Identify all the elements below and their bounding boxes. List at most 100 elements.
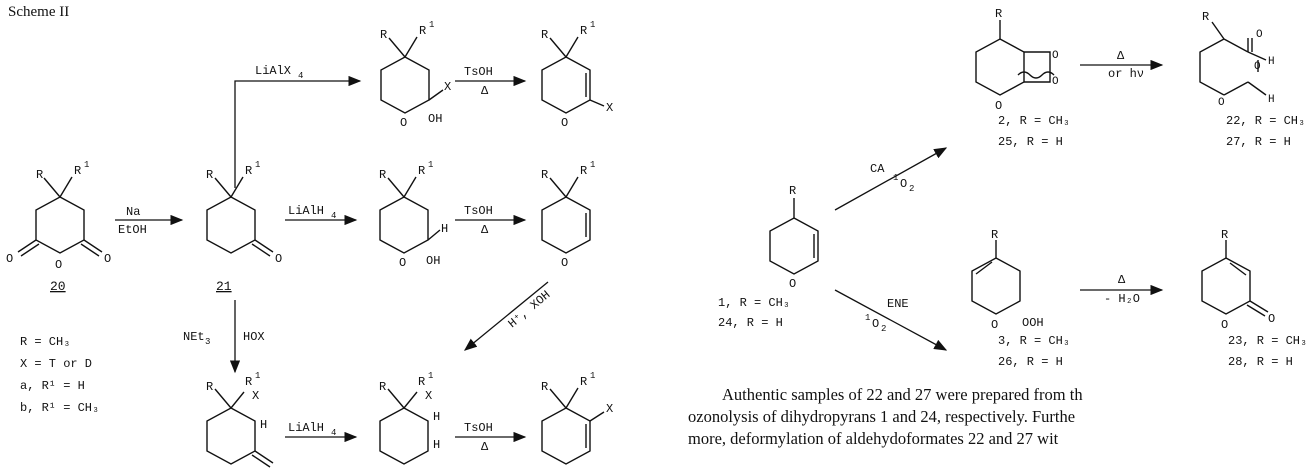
paragraph-line: Authentic samples of 22 and 27 were prep… (722, 385, 1083, 404)
svg-text:2, R = CH₃: 2, R = CH₃ (998, 114, 1070, 128)
svg-text:EtOH: EtOH (118, 223, 147, 237)
svg-text:OOH: OOH (1022, 316, 1044, 330)
svg-text:O: O (1052, 50, 1059, 62)
svg-text:1: 1 (865, 313, 870, 323)
svg-text:O: O (789, 277, 796, 291)
svg-text:R: R (418, 375, 425, 389)
svg-text:O: O (1218, 97, 1225, 109)
svg-text:1, R = CH₃: 1, R = CH₃ (718, 296, 790, 310)
svg-text:Δ: Δ (481, 84, 489, 98)
svg-text:20: 20 (50, 279, 66, 294)
svg-text:- H₂O: - H₂O (1104, 292, 1140, 306)
svg-text:R: R (580, 164, 587, 178)
svg-text:R: R (206, 168, 213, 182)
svg-text:a, R¹ = H: a, R¹ = H (20, 379, 85, 393)
svg-text:O: O (561, 256, 568, 270)
svg-text:24, R = H: 24, R = H (718, 316, 783, 330)
svg-text:21: 21 (216, 279, 232, 294)
svg-text:R: R (379, 168, 386, 182)
svg-text:H: H (1268, 56, 1275, 68)
svg-text:1: 1 (255, 371, 260, 381)
svg-text:R: R (206, 380, 213, 394)
svg-text:1: 1 (428, 371, 433, 381)
svg-text:O: O (1254, 61, 1261, 73)
svg-text:X: X (252, 389, 259, 403)
svg-text:O: O (561, 116, 568, 130)
svg-text:2: 2 (909, 184, 914, 194)
svg-text:O: O (872, 317, 879, 331)
svg-text:O: O (104, 252, 111, 266)
scheme-title: Scheme II (8, 4, 70, 20)
svg-text:R: R (1202, 10, 1209, 24)
svg-text:R: R (419, 24, 426, 38)
svg-text:R: R (789, 184, 796, 198)
svg-text:TsOH: TsOH (464, 421, 493, 435)
svg-text:R: R (1221, 228, 1228, 242)
svg-text:O: O (900, 177, 907, 191)
svg-text:1: 1 (590, 160, 595, 170)
svg-text:Na: Na (126, 205, 140, 219)
svg-text:OH: OH (428, 112, 442, 126)
svg-text:1: 1 (590, 371, 595, 381)
svg-text:2: 2 (881, 324, 886, 334)
svg-text:Δ: Δ (1118, 273, 1126, 287)
svg-text:LiAlH: LiAlH (288, 421, 324, 435)
svg-text:23, R = CH₃: 23, R = CH₃ (1228, 334, 1307, 348)
svg-text:TsOH: TsOH (464, 204, 493, 218)
svg-text:3, R = CH₃: 3, R = CH₃ (998, 334, 1070, 348)
legend: R = CH₃ X = T or D a, R¹ = H b, R¹ = CH₃ (20, 335, 99, 415)
svg-text:O: O (6, 252, 13, 266)
svg-text:R: R (580, 24, 587, 38)
svg-text:27, R = H: 27, R = H (1226, 135, 1291, 149)
svg-text:R: R (380, 28, 387, 42)
svg-text:R: R (995, 7, 1002, 21)
svg-text:1: 1 (429, 20, 434, 30)
svg-text:1: 1 (255, 160, 260, 170)
svg-text:1: 1 (428, 160, 433, 170)
svg-text:H⁺, XOH: H⁺, XOH (506, 288, 554, 331)
svg-text:4: 4 (298, 71, 303, 81)
svg-text:Δ: Δ (1117, 49, 1125, 63)
svg-text:R: R (991, 228, 998, 242)
svg-text:R: R (541, 380, 548, 394)
svg-text:4: 4 (331, 428, 336, 438)
svg-text:H: H (433, 438, 440, 452)
hydroperoxide-3-26: R O OOH 3, R = CH₃ 26, R = H (971, 228, 1070, 369)
svg-text:TsOH: TsOH (464, 65, 493, 79)
svg-text:O: O (991, 318, 998, 332)
svg-text:4: 4 (331, 211, 336, 221)
lactone-23-28: R O O 23, R = CH₃ 28, R = H (1201, 228, 1307, 369)
compound-1-24: R O 1, R = CH₃ 24, R = H (718, 184, 819, 330)
svg-text:R: R (245, 375, 252, 389)
svg-text:O: O (1052, 76, 1059, 88)
svg-text:1: 1 (893, 173, 898, 183)
svg-text:R: R (541, 168, 548, 182)
svg-text:R: R (541, 28, 548, 42)
svg-text:or hν: or hν (1108, 67, 1144, 81)
svg-text:H: H (1268, 94, 1275, 106)
svg-text:H: H (260, 418, 267, 432)
svg-text:1: 1 (590, 20, 595, 30)
svg-text:HOX: HOX (243, 330, 265, 344)
svg-text:O: O (399, 256, 406, 270)
svg-text:X: X (444, 80, 451, 94)
svg-text:R = CH₃: R = CH₃ (20, 335, 70, 349)
paragraph-line: more, deformylation of aldehydoformates … (688, 429, 1059, 448)
svg-text:X: X (606, 101, 613, 115)
svg-text:LiAlH: LiAlH (288, 204, 324, 218)
svg-text:R: R (245, 164, 252, 178)
svg-text:R: R (379, 380, 386, 394)
svg-text:26, R = H: 26, R = H (998, 355, 1063, 369)
svg-text:Δ: Δ (481, 440, 489, 454)
svg-text:O: O (400, 116, 407, 130)
svg-text:22, R = CH₃: 22, R = CH₃ (1226, 114, 1305, 128)
svg-text:X = T or D: X = T or D (20, 357, 92, 371)
